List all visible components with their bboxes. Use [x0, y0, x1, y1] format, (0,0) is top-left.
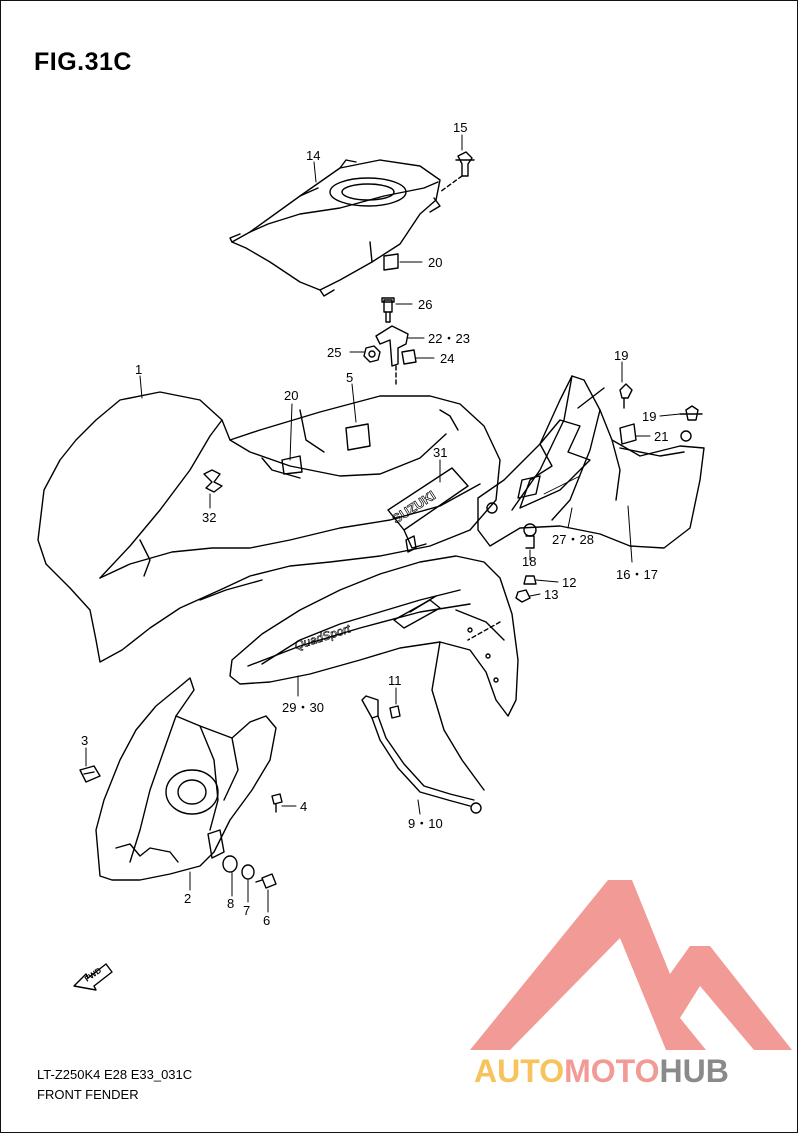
logo-word-hub: HUB — [659, 1053, 729, 1089]
quadsport-decal-text: QuadSport — [293, 621, 353, 652]
rack-cover-part — [229, 159, 441, 297]
callout-11: 11 — [388, 673, 402, 688]
callout-14: 14 — [306, 148, 320, 163]
front-fender-body-part: SUZUKI — [37, 391, 501, 663]
callout-32: 32 — [202, 510, 216, 525]
figure-name: FRONT FENDER — [37, 1087, 139, 1102]
callout-2: 2 — [184, 891, 191, 906]
callout-9-10: 9・10 — [408, 816, 443, 831]
side-panel-part — [477, 375, 705, 549]
stay-bar-part — [361, 695, 482, 814]
automotohub-logo-text: AUTOMOTOHUB — [474, 1053, 729, 1090]
callout-24: 24 — [440, 351, 454, 366]
logo-word-moto: MOTO — [564, 1053, 660, 1089]
callout-12: 12 — [562, 575, 576, 590]
automotohub-logo-icon — [470, 880, 792, 1050]
callout-3: 3 — [81, 733, 88, 748]
logo-word-auto: AUTO — [474, 1053, 565, 1089]
forward-direction-arrow: FWD — [73, 963, 113, 991]
clip-19-parts — [619, 383, 703, 442]
callout-1: 1 — [135, 362, 142, 377]
callout-18: 18 — [522, 554, 536, 569]
screw-12-13 — [515, 575, 537, 603]
callout-29-30: 29・30 — [282, 700, 324, 715]
callout-16-17: 16・17 — [616, 567, 658, 582]
callout-25: 25 — [327, 345, 341, 360]
callout-4: 4 — [300, 799, 307, 814]
callout-20-fender: 20 — [284, 388, 298, 403]
callout-31: 31 — [433, 445, 447, 460]
callout-6: 6 — [263, 913, 270, 928]
fender-flare-part: QuadSport — [229, 555, 519, 791]
callout-13: 13 — [544, 587, 558, 602]
callout-27-28: 27・28 — [552, 532, 594, 547]
callout-labels: 14 15 20 26 22・23 25 24 1 5 20 31 32 19 … — [81, 120, 668, 928]
callout-19-right: 19 — [642, 409, 656, 424]
callout-22-23: 22・23 — [428, 331, 470, 346]
callout-7: 7 — [243, 903, 250, 918]
callout-8: 8 — [227, 896, 234, 911]
hardware-3-4-6-7-8 — [79, 765, 283, 889]
grommet-18-part — [523, 523, 537, 549]
figure-title: FIG.31C — [34, 48, 132, 76]
callout-26: 26 — [418, 297, 432, 312]
callout-15: 15 — [453, 120, 467, 135]
callout-19-top: 19 — [614, 348, 628, 363]
clip-15-part — [439, 151, 475, 193]
callout-5: 5 — [346, 370, 353, 385]
figure-code: LT-Z250K4 E28 E33_031C — [37, 1067, 193, 1082]
callout-20-top: 20 — [428, 255, 442, 270]
leader-lines — [85, 134, 681, 913]
bracket-hardware — [363, 297, 417, 385]
lower-front-cover-part — [95, 677, 277, 881]
callout-21: 21 — [654, 429, 668, 444]
